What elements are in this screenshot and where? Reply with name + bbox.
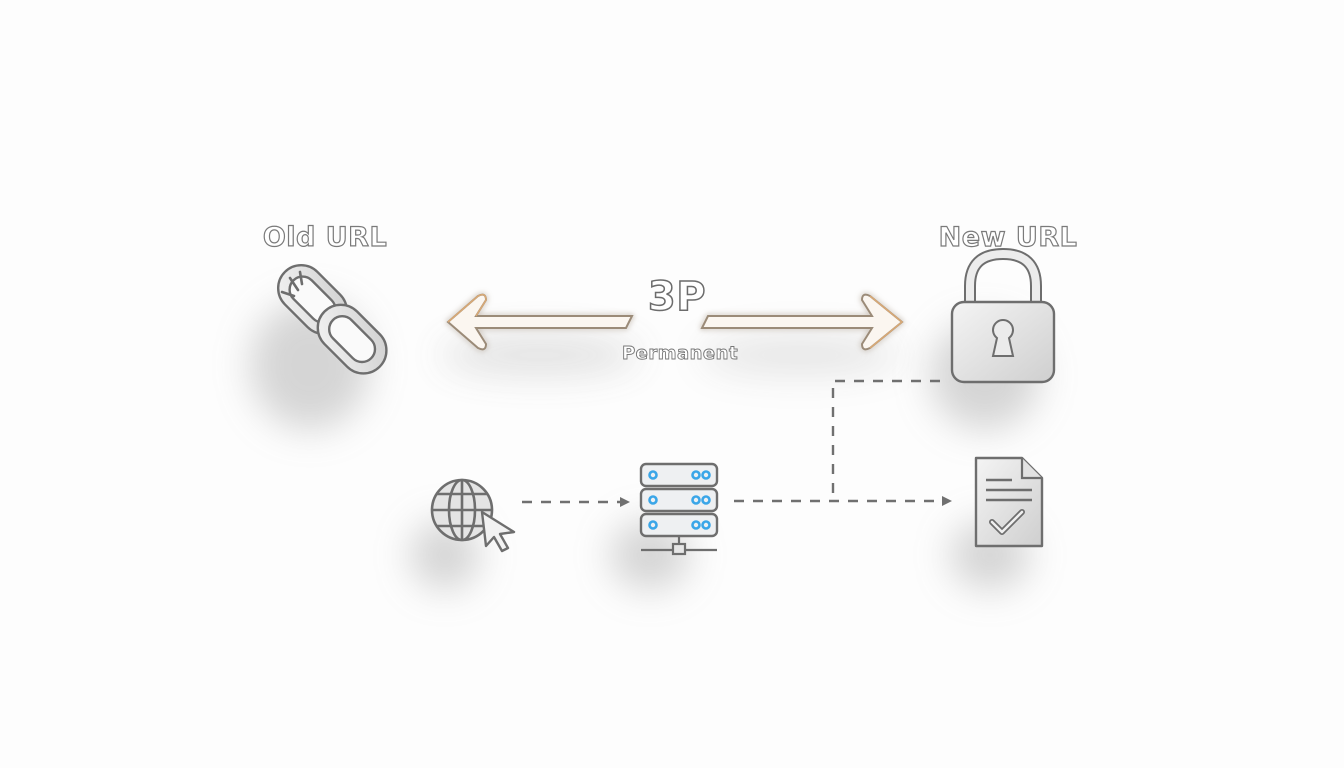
lock-icon	[950, 247, 1056, 384]
edge-lock-document	[831, 379, 940, 499]
document-check-icon	[974, 456, 1044, 548]
broken-link-icon	[276, 263, 388, 375]
redirect-code-label: 3P	[647, 273, 707, 321]
old-url-label: Old URL	[262, 221, 388, 253]
server-rack-icon	[639, 462, 719, 556]
redirect-caption-label: Permanent	[621, 343, 739, 365]
double-arrow-icon	[446, 293, 904, 351]
arrowhead-server	[620, 497, 630, 507]
arrowhead-document	[942, 496, 952, 506]
globe-cursor-icon	[430, 478, 516, 553]
